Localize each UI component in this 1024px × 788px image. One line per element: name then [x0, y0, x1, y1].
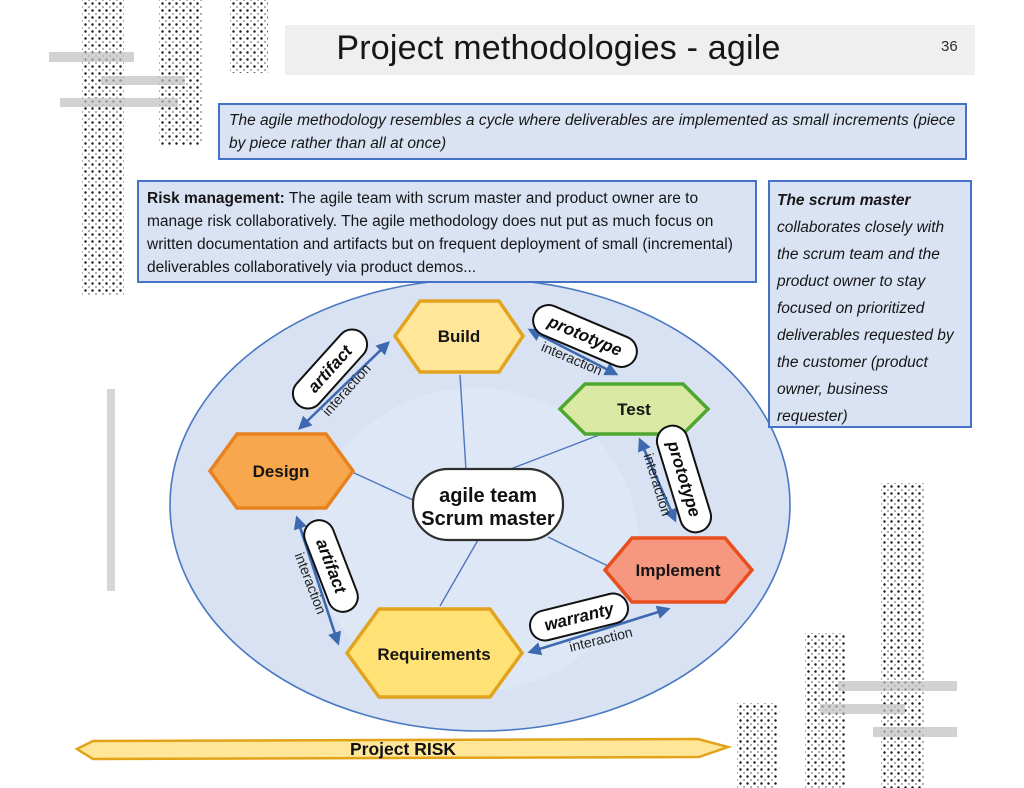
- hexagon-build-label: Build: [438, 327, 481, 346]
- pill-artifact-bottom-left: artifact: [303, 519, 359, 613]
- risk-note-label: Risk management:: [147, 190, 285, 207]
- arrow-build-design: [298, 341, 390, 430]
- hexagon-design-label: Design: [253, 462, 310, 481]
- spoke-to-implement: [547, 536, 609, 567]
- spoke-to-design: [351, 471, 414, 501]
- scrum-master-hub: [411, 467, 565, 542]
- page-title: Project methodologies - agile: [336, 29, 781, 67]
- hexagon-implement-label: Implement: [635, 561, 720, 580]
- hexagon-implement: [602, 536, 755, 604]
- hexagon-design: [207, 432, 356, 510]
- dot-pattern-top-left-tall: [82, 0, 124, 296]
- project-risk-bar: [74, 737, 733, 761]
- hexagon-build: [392, 299, 526, 374]
- title-band: [285, 25, 975, 75]
- hexagon-test: [557, 382, 711, 436]
- pill-prototype-top-right: prototype: [532, 304, 638, 368]
- arrow-implement-requirements: [527, 605, 671, 656]
- scrum-note-body: collaborates closely with the scrum team…: [777, 219, 954, 425]
- arrow-test-implement: [638, 437, 677, 523]
- gray-bar-decoration: [49, 52, 134, 62]
- gray-bar-decoration: [101, 76, 185, 85]
- gray-bar-decoration: [838, 681, 957, 691]
- scrum-master-note-box: The scrum master collaborates closely wi…: [768, 180, 972, 428]
- spoke-to-build: [459, 374, 467, 471]
- intro-note-text: The agile methodology resembles a cycle …: [229, 112, 956, 152]
- scrum-note-label: The scrum master: [777, 192, 911, 209]
- hub-label-line2: Scrum master: [421, 508, 555, 530]
- arrow-build-test: [527, 328, 619, 376]
- dot-pattern-right-tall: [881, 483, 924, 788]
- dot-pattern-top-left-short: [230, 0, 268, 73]
- risk-management-note-box: Risk management: The agile team with scr…: [137, 180, 757, 283]
- spoke-to-test: [507, 429, 613, 471]
- gray-bar-decoration: [820, 704, 905, 714]
- project-risk-bar-label: Project RISK: [350, 739, 456, 759]
- slide-page-number: 36: [941, 38, 958, 55]
- hub-label-line1: agile team: [439, 485, 537, 507]
- gray-bar-decoration: [873, 727, 957, 737]
- gray-vertical-bar-decoration: [107, 389, 115, 591]
- gray-bar-decoration: [60, 98, 178, 107]
- spoke-to-requirements: [439, 539, 479, 607]
- risk-note-body: The agile team with scrum master and pro…: [147, 190, 733, 276]
- hexagon-requirements: [344, 607, 525, 699]
- hexagon-requirements-label: Requirements: [377, 645, 490, 664]
- hexagon-test-label: Test: [617, 400, 651, 419]
- intro-note-box: The agile methodology resembles a cycle …: [218, 103, 967, 160]
- dot-pattern-bottom-right-short: [737, 703, 777, 788]
- dot-pattern-top-left-mid: [159, 0, 202, 145]
